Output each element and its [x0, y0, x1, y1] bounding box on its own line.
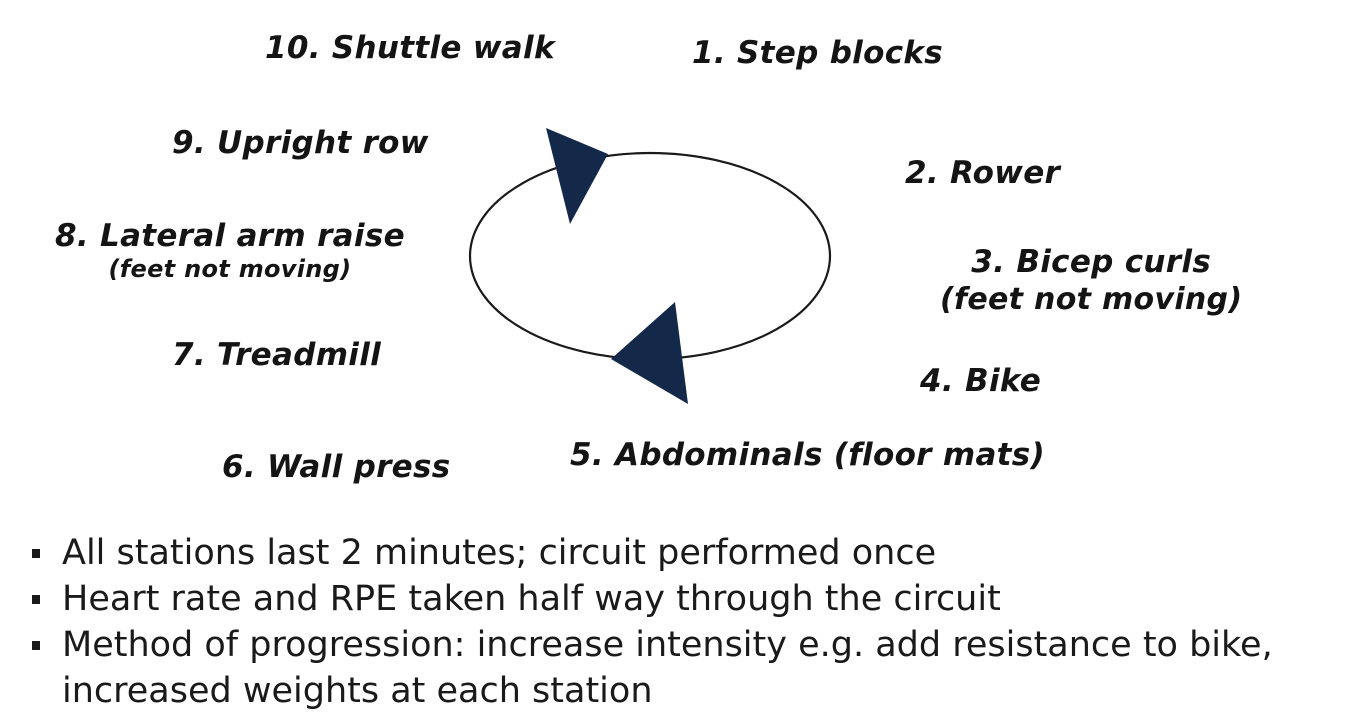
- station-9: 9. Upright row: [172, 125, 429, 161]
- station-label: 4. Bike: [920, 363, 1042, 399]
- station-sublabel: (feet not moving): [108, 255, 352, 283]
- arrowhead-top-icon: [546, 128, 608, 224]
- arrowhead-bottom-icon: [611, 302, 688, 404]
- note-item: Heart rate and RPE taken half way throug…: [30, 576, 1360, 622]
- station-label: 7. Treadmill: [172, 337, 382, 373]
- station-label: 3. Bicep curls: [971, 244, 1212, 280]
- station-label: 9. Upright row: [172, 125, 429, 161]
- square-bullet-icon: [32, 549, 40, 558]
- station-label: 6. Wall press: [222, 449, 451, 485]
- station-10: 10. Shuttle walk: [265, 30, 555, 66]
- station-label: 5. Abdominals (floor mats): [570, 437, 1046, 473]
- station-4: 4. Bike: [920, 363, 1041, 399]
- station-6: 6. Wall press: [222, 449, 451, 485]
- note-text: Method of progression: increase intensit…: [62, 625, 1273, 711]
- notes-list: All stations last 2 minutes; circuit per…: [30, 530, 1360, 714]
- square-bullet-icon: [32, 641, 40, 650]
- station-sublabel: (feet not moving): [940, 282, 1243, 317]
- note-item: All stations last 2 minutes; circuit per…: [30, 530, 1360, 576]
- station-label: 10. Shuttle walk: [265, 30, 555, 66]
- note-item: Method of progression: increase intensit…: [30, 622, 1360, 714]
- station-label: 1. Step blocks: [692, 35, 944, 71]
- station-label: 2. Rower: [905, 155, 1061, 191]
- station-3: 3. Bicep curls (feet not moving): [940, 244, 1242, 320]
- note-text: Heart rate and RPE taken half way throug…: [62, 579, 1001, 619]
- station-1: 1. Step blocks: [692, 35, 943, 71]
- note-text: All stations last 2 minutes; circuit per…: [62, 533, 937, 573]
- station-8: 8. Lateral arm raise (feet not moving): [55, 218, 405, 284]
- station-7: 7. Treadmill: [172, 337, 381, 373]
- square-bullet-icon: [32, 595, 40, 604]
- station-2: 2. Rower: [905, 155, 1060, 191]
- station-label: 8. Lateral arm raise: [55, 218, 405, 254]
- station-5: 5. Abdominals (floor mats): [570, 437, 1045, 473]
